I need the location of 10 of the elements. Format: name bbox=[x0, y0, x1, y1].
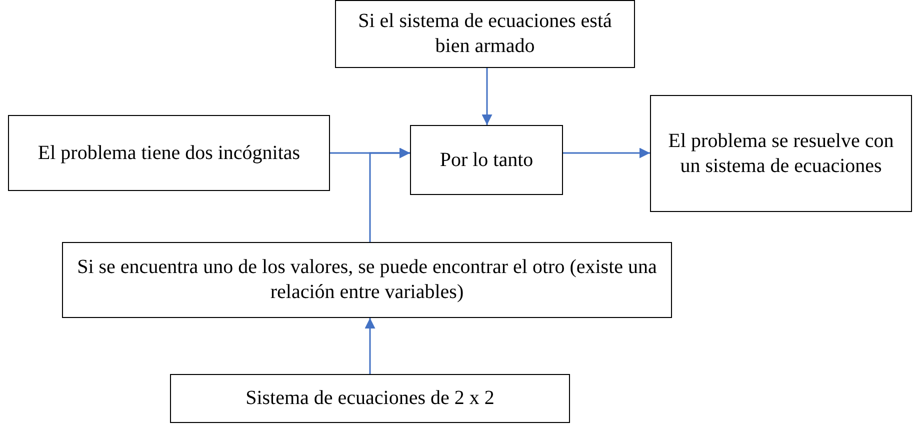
arrow bbox=[482, 68, 492, 125]
text-box: El problema se resuelve con un sistema de ecuaciones bbox=[650, 95, 912, 212]
text-box: Si el sistema de ecuaciones está bien armado bbox=[335, 0, 635, 68]
arrow bbox=[563, 148, 650, 158]
arrow bbox=[369, 148, 410, 242]
text-box: El problema tiene dos incógnitas bbox=[8, 115, 330, 191]
arrow bbox=[364, 318, 376, 374]
text-box: Por lo tanto bbox=[410, 125, 563, 195]
text-box: Si se encuentra uno de los valores, se puede encontrar el otro (existe una relación entre variables) bbox=[62, 242, 672, 318]
text-box: Sistema de ecuaciones de 2 x 2 bbox=[170, 374, 570, 423]
